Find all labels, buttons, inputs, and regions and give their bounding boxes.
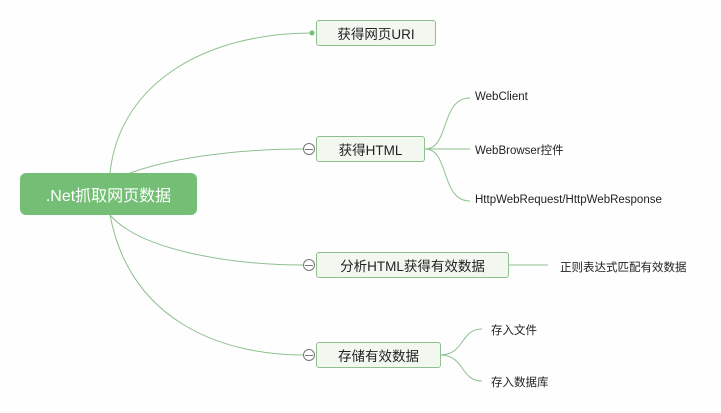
- collapse-icon[interactable]: [303, 259, 315, 271]
- collapse-icon[interactable]: [303, 349, 315, 361]
- topic-parse-html[interactable]: 分析HTML获得有效数据: [316, 252, 509, 278]
- subtopic-webbrowser[interactable]: WebBrowser控件: [475, 145, 564, 157]
- subtopic-save-file[interactable]: 存入文件: [491, 325, 537, 337]
- subtopic-httpwebrequest[interactable]: HttpWebRequest/HttpWebResponse: [475, 194, 662, 206]
- topic-label: 分析HTML获得有效数据: [340, 259, 485, 274]
- topic-store-data[interactable]: 存储有效数据: [316, 342, 441, 368]
- root-topic[interactable]: .Net抓取网页数据: [20, 173, 197, 215]
- subtopic-regex[interactable]: 正则表达式匹配有效数据: [560, 262, 687, 274]
- topic-label: 获得HTML: [338, 143, 403, 158]
- subtopic-webclient[interactable]: WebClient: [475, 91, 528, 103]
- collapse-icon[interactable]: [303, 143, 315, 155]
- topic-get-html[interactable]: 获得HTML: [316, 136, 425, 162]
- topic-label: 存储有效数据: [338, 349, 419, 364]
- root-label: .Net抓取网页数据: [45, 188, 172, 205]
- topic-get-uri[interactable]: 获得网页URI: [316, 20, 436, 46]
- subtopic-save-database[interactable]: 存入数据库: [491, 377, 549, 389]
- topic-label: 获得网页URI: [337, 27, 415, 42]
